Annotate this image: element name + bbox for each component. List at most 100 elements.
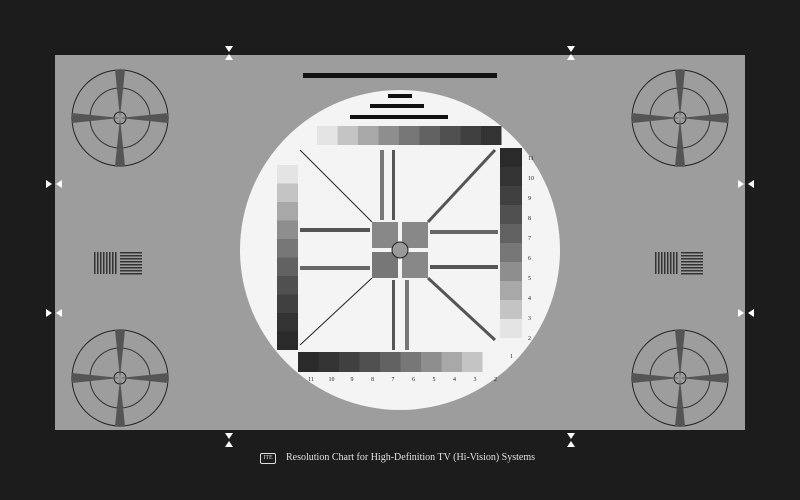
hatch-line — [106, 252, 108, 274]
gray-step — [500, 186, 522, 205]
gray-step — [500, 148, 522, 167]
gray-step — [500, 243, 522, 262]
gray-scale-label: 11 — [528, 156, 534, 162]
gray-scale-label: 2 — [528, 336, 531, 342]
gray-scale-label: 6 — [412, 377, 415, 383]
gray-step — [317, 126, 338, 145]
gray-step — [419, 126, 440, 145]
gray-scale-label: 8 — [528, 216, 531, 222]
gray-scale-label: 10 — [329, 377, 335, 383]
alignment-marker — [46, 180, 62, 188]
alignment-marker — [225, 433, 233, 447]
alignment-marker — [738, 309, 754, 317]
hatch-line — [681, 261, 703, 263]
gray-scale-label: 6 — [528, 256, 531, 262]
hatch-line — [681, 252, 703, 254]
hatch-line — [100, 252, 102, 274]
hatch-line — [670, 252, 672, 274]
alignment-marker — [567, 433, 575, 447]
gray-step — [277, 331, 298, 350]
gray-scale-label: 3 — [474, 377, 477, 383]
gray-step — [500, 224, 522, 243]
top-bar-2 — [350, 115, 448, 119]
gray-step — [359, 352, 380, 372]
gray-scale-label: 11 — [308, 377, 314, 383]
gray-scale-label: 7 — [528, 236, 531, 242]
gray-step — [462, 352, 483, 372]
gray-step — [440, 126, 461, 145]
alignment-marker — [225, 46, 233, 60]
hatch-line — [667, 252, 669, 274]
gray-step — [277, 276, 298, 295]
hatch-line — [120, 270, 142, 272]
gray-scale-label: 5 — [528, 276, 531, 282]
gray-step — [277, 220, 298, 239]
gray-step — [298, 352, 319, 372]
corner-resolution-circle — [631, 329, 729, 427]
gray-scale-label: 9 — [351, 377, 354, 383]
gray-scale-label: 4 — [528, 296, 531, 302]
hatch-line — [658, 252, 660, 274]
hatch-line — [681, 255, 703, 257]
gray-step — [277, 239, 298, 258]
hatch-line — [681, 258, 703, 260]
hatch-line — [112, 252, 114, 274]
hatch-line — [94, 252, 96, 274]
hatch-line — [676, 252, 678, 274]
hatch-line — [681, 270, 703, 272]
alignment-marker — [567, 46, 575, 60]
alignment-marker — [738, 180, 754, 188]
gray-scale-label: 9 — [528, 196, 531, 202]
wedges — [632, 70, 728, 166]
gray-step — [500, 281, 522, 300]
gray-scale-label: 8 — [371, 377, 374, 383]
hatch-line — [120, 255, 142, 257]
gray-scale-label: 4 — [453, 377, 456, 383]
hatch-line — [120, 252, 142, 254]
top-bar-3 — [370, 104, 424, 108]
gray-step — [277, 202, 298, 221]
corner-resolution-circle — [71, 329, 169, 427]
hatch-line — [103, 252, 105, 274]
top-bar — [303, 73, 497, 78]
gray-step — [339, 352, 360, 372]
gray-step — [421, 352, 442, 372]
gray-step — [500, 167, 522, 186]
gray-step — [277, 313, 298, 332]
gray-step — [500, 262, 522, 281]
corner-resolution-circle — [631, 69, 729, 167]
hatch-line — [97, 252, 99, 274]
hatch-line — [655, 252, 657, 274]
gray-step — [500, 300, 522, 319]
gray-scale-label: 3 — [528, 316, 531, 322]
gray-scale-label: 5 — [433, 377, 436, 383]
gray-step — [318, 352, 339, 372]
hatch-line — [664, 252, 666, 274]
corner-resolution-circle — [71, 69, 169, 167]
gray-scale-label: 2 — [494, 377, 497, 383]
gray-step — [277, 165, 298, 184]
hatch-line — [115, 252, 117, 274]
gray-step — [441, 352, 462, 372]
gray-scale-label: 7 — [392, 377, 395, 383]
gray-step — [500, 205, 522, 224]
hatch-line — [120, 258, 142, 260]
gray-step — [399, 126, 420, 145]
gray-step — [460, 126, 481, 145]
hatch-line — [120, 264, 142, 266]
wedges — [72, 70, 168, 166]
gray-step — [277, 257, 298, 276]
center-pattern — [299, 148, 498, 350]
gray-step — [400, 352, 421, 372]
hatch-line — [673, 252, 675, 274]
top-bar-4 — [388, 94, 412, 98]
alignment-marker — [46, 309, 62, 317]
hatch-line — [681, 267, 703, 269]
gray-scale-label: 10 — [528, 176, 534, 182]
gray-scale-label: 1 — [510, 354, 513, 360]
gray-step — [277, 183, 298, 202]
gray-step — [500, 319, 522, 338]
gray-step — [337, 126, 358, 145]
hatch-line — [681, 273, 703, 275]
